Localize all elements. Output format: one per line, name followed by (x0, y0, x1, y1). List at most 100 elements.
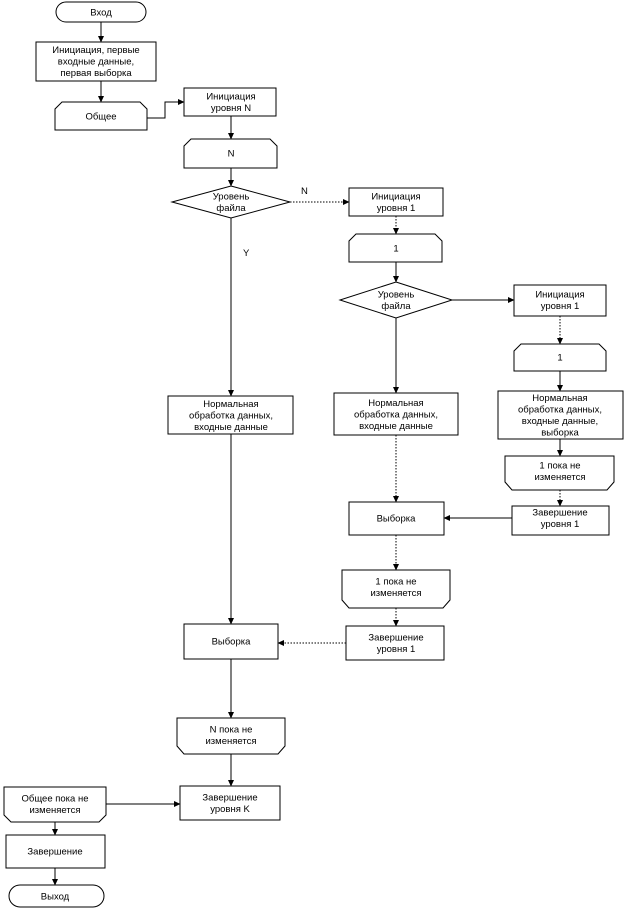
node-label-line: уровня 1 (541, 301, 580, 312)
node-label-line: Завершение (368, 633, 423, 644)
loop-start-shape (54, 101, 148, 131)
node-sample-b: Выборка (348, 501, 445, 536)
node-label-line: N пока не (210, 725, 253, 736)
process-box (513, 284, 607, 317)
node-label-line: изменяется (30, 805, 81, 816)
loop-end-shape (341, 569, 451, 609)
node-label-line: Завершение (202, 793, 257, 804)
process-box (183, 87, 277, 117)
node-label-line: Выборка (377, 513, 417, 524)
process-box (35, 41, 157, 82)
loop-end-shape (504, 455, 615, 491)
edge-label-y: Y (243, 248, 250, 259)
node-label-line: файла (381, 301, 411, 312)
process-box (183, 623, 279, 660)
loop-start-shape (183, 138, 278, 169)
node-label-line: входные данные (194, 422, 268, 433)
node-label-line: первая выборка (60, 68, 132, 79)
node-label-line: Завершение (27, 846, 82, 857)
node-label-line: Инициация (371, 192, 420, 203)
loop-end-shape (3, 786, 107, 823)
node-label-line: уровня 1 (541, 519, 580, 530)
process-box (345, 625, 445, 661)
node-label-line: 1 пока не (375, 577, 416, 588)
node-label-line: уровня 1 (377, 203, 416, 214)
node-label-line: изменяется (371, 588, 422, 599)
node-label-line: Вход (90, 7, 112, 18)
node-label-line: Инициация (535, 290, 584, 301)
node-label-line: Выход (41, 891, 70, 902)
node-label-line: 1 (393, 243, 398, 254)
node-label-line: обработка данных, (354, 409, 438, 420)
node-label-line: Общее (85, 111, 116, 122)
node-label-line: уровня 1 (377, 644, 416, 655)
process-box (348, 501, 445, 536)
node-label-line: Инициация (206, 92, 255, 103)
node-label-line: Выборка (212, 636, 252, 647)
decision-shape (170, 185, 292, 219)
node-label-line: Общее пока не (22, 794, 89, 805)
node-exit: Выход (8, 884, 105, 908)
terminator-shape (8, 884, 105, 908)
process-box (333, 392, 459, 436)
node-label-line: Завершение (532, 508, 587, 519)
process-box (179, 785, 281, 821)
decision-shape (338, 281, 454, 319)
edge-label-n: N (301, 186, 308, 197)
node-label-line: Уровень (213, 192, 250, 203)
node-label-line: входные данные (359, 421, 433, 432)
node-loop-n-start: N (183, 138, 278, 169)
process-box (511, 505, 610, 536)
node-loop-1-start-b: 1 (513, 343, 607, 372)
node-label-line: обработка данных, (189, 410, 273, 421)
node-label-line: Нормальная (368, 398, 423, 409)
node-label-line: входные данные, (522, 416, 598, 427)
node-loop-1-start-a: 1 (348, 233, 443, 263)
node-label-line: 1 (557, 352, 562, 363)
node-label-line: выборка (541, 428, 579, 439)
process-box (497, 390, 624, 440)
process-box (167, 395, 294, 435)
node-label-line: уровня K (210, 804, 250, 815)
node-label-line: 1 пока не (539, 461, 580, 472)
connectors (52, 22, 563, 886)
node-label-line: изменяется (206, 736, 257, 747)
node-label-line: уровня N (211, 103, 251, 114)
node-label-line: Нормальная (203, 399, 258, 410)
edge-common-to-init-n (147, 99, 185, 119)
node-label-line: Уровень (378, 290, 415, 301)
terminator-shape (55, 1, 147, 23)
node-label-line: входные данные, (58, 56, 134, 67)
loop-start-shape (348, 233, 443, 263)
node-label-line: файла (216, 203, 246, 214)
node-label-line: изменяется (535, 472, 586, 483)
loop-start-shape (513, 343, 607, 372)
node-label-line: N (228, 148, 235, 159)
node-sample-a: Выборка (183, 623, 279, 660)
process-box (348, 187, 444, 217)
loop-end-shape (176, 717, 286, 755)
node-label-line: Нормальная (532, 393, 587, 404)
node-entry: Вход (55, 1, 147, 23)
node-label-line: Инициация, первые (52, 45, 139, 56)
node-label-line: обработка данных, (518, 405, 602, 416)
process-box (5, 834, 106, 869)
node-finish: Завершение (5, 834, 106, 869)
